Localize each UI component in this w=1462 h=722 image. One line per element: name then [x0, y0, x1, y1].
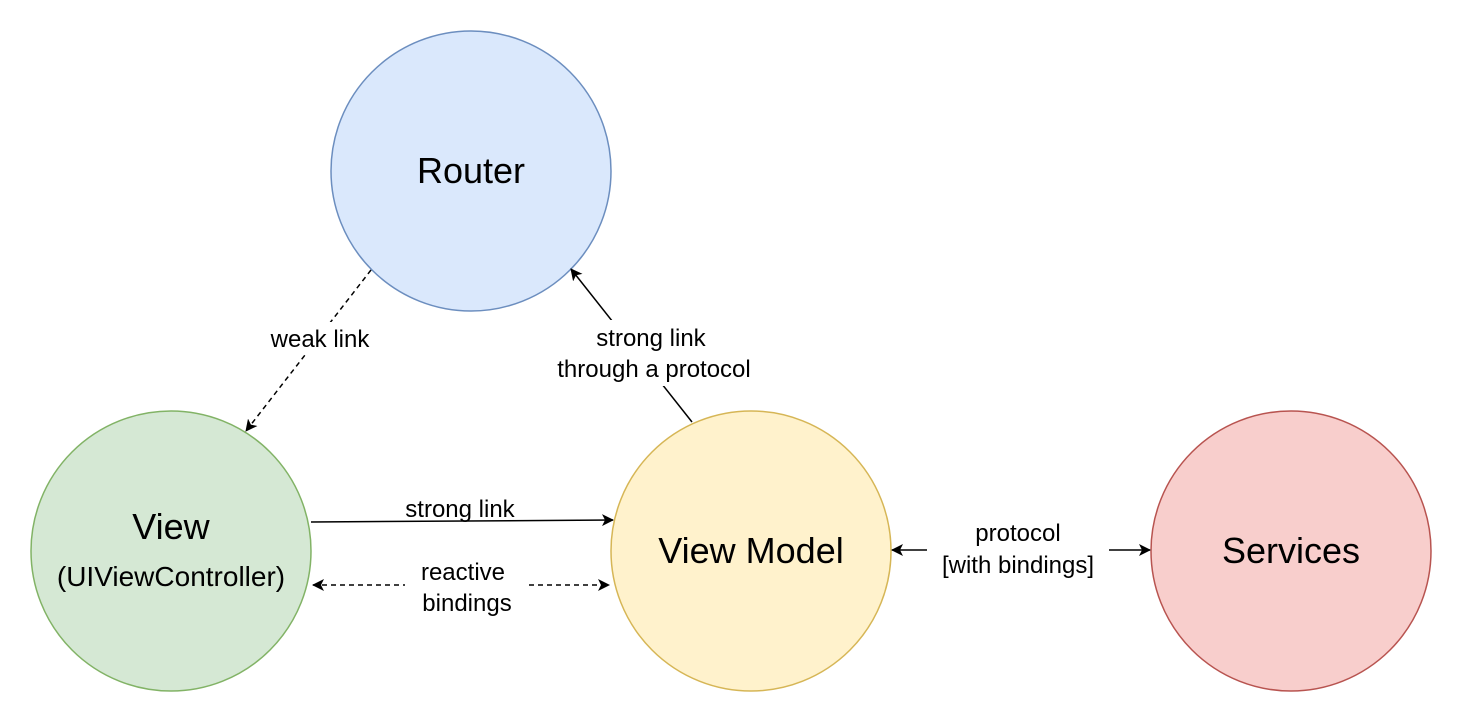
protocol-bindings-label-line2: [with bindings] — [942, 552, 1094, 579]
view-node[interactable]: View (UIViewController) — [30, 410, 312, 692]
strong-link-protocol-label-line2: through a protocol — [557, 356, 750, 383]
router-label: Router — [417, 150, 525, 191]
weak-link-label: weak link — [270, 326, 371, 353]
view-model-label: View Model — [658, 530, 843, 571]
protocol-bindings-edge[interactable]: protocol [with bindings] — [891, 520, 1151, 579]
strong-link-protocol-label-line1: strong link — [596, 325, 706, 352]
reactive-bindings-label-line2: bindings — [422, 590, 511, 617]
router-circle — [330, 30, 612, 312]
services-circle — [1150, 410, 1432, 692]
strong-link-protocol-edge[interactable]: strong link through a protocol — [538, 268, 770, 423]
protocol-bindings-label-line1: protocol — [975, 520, 1060, 547]
reactive-bindings-edge[interactable]: reactive bindings — [312, 559, 610, 617]
weak-link-edge[interactable]: weak link — [245, 269, 385, 432]
strong-link-edge[interactable]: strong link — [310, 496, 614, 527]
view-sublabel: (UIViewController) — [57, 561, 285, 592]
view-circle — [30, 410, 312, 692]
strong-link-label: strong link — [405, 496, 515, 523]
router-node[interactable]: Router — [330, 30, 612, 312]
view-label: View — [132, 506, 210, 547]
strong-link-line — [310, 514, 614, 527]
services-node[interactable]: Services — [1150, 410, 1432, 692]
services-label: Services — [1222, 530, 1360, 571]
view-model-node[interactable]: View Model — [610, 410, 892, 692]
reactive-bindings-label-line1: reactive — [421, 559, 505, 586]
